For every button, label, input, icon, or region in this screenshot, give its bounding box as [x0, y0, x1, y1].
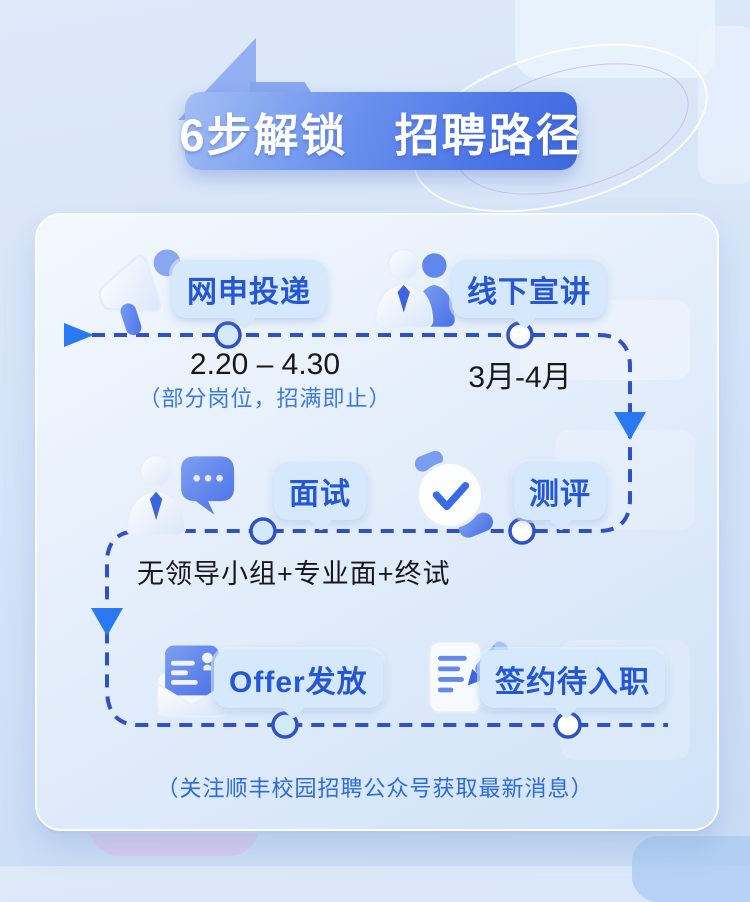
bg-rounded-rect-top-right: [515, 0, 715, 78]
footer-note: （关注顺丰校园招聘公众号获取最新消息）: [156, 776, 594, 801]
step-label-bubble: 线下宣讲: [452, 260, 606, 318]
interview-chat-icon: [125, 454, 235, 537]
step5-label: Offer发放: [229, 666, 368, 699]
title-banner: 6步解锁 招聘路径: [179, 92, 581, 170]
step2-label: 线下宣讲: [467, 276, 591, 309]
timer-check-icon: [414, 450, 493, 538]
step-label-bubble: 网申投递: [172, 260, 326, 318]
step-label-bubble: Offer发放: [214, 650, 383, 708]
step3-detail: 无领导小组+专业面+终试: [137, 559, 451, 589]
step-label-bubble: 面试: [274, 462, 366, 520]
bg-rounded-rect-right: [698, 26, 750, 184]
step1-date-note: （部分岗位，招满即止）: [138, 386, 392, 411]
step1-label: 网申投递: [187, 276, 311, 309]
bg-rounded-rect-bottom-right: [632, 836, 750, 902]
step-label-bubble: 测评: [514, 462, 606, 520]
step6-label: 签约待入职: [495, 666, 650, 699]
step3-label: 面试: [289, 478, 351, 511]
megaphone-icon: [98, 249, 181, 336]
step1-date: 2.20 – 4.30: [189, 348, 341, 381]
step4-label: 测评: [529, 478, 591, 511]
step-label-bubble: 签约待入职: [480, 650, 665, 708]
page-title: 6步解锁 招聘路径: [179, 109, 583, 161]
step2-date: 3月-4月: [468, 361, 572, 394]
audience-people-icon: [374, 248, 455, 329]
